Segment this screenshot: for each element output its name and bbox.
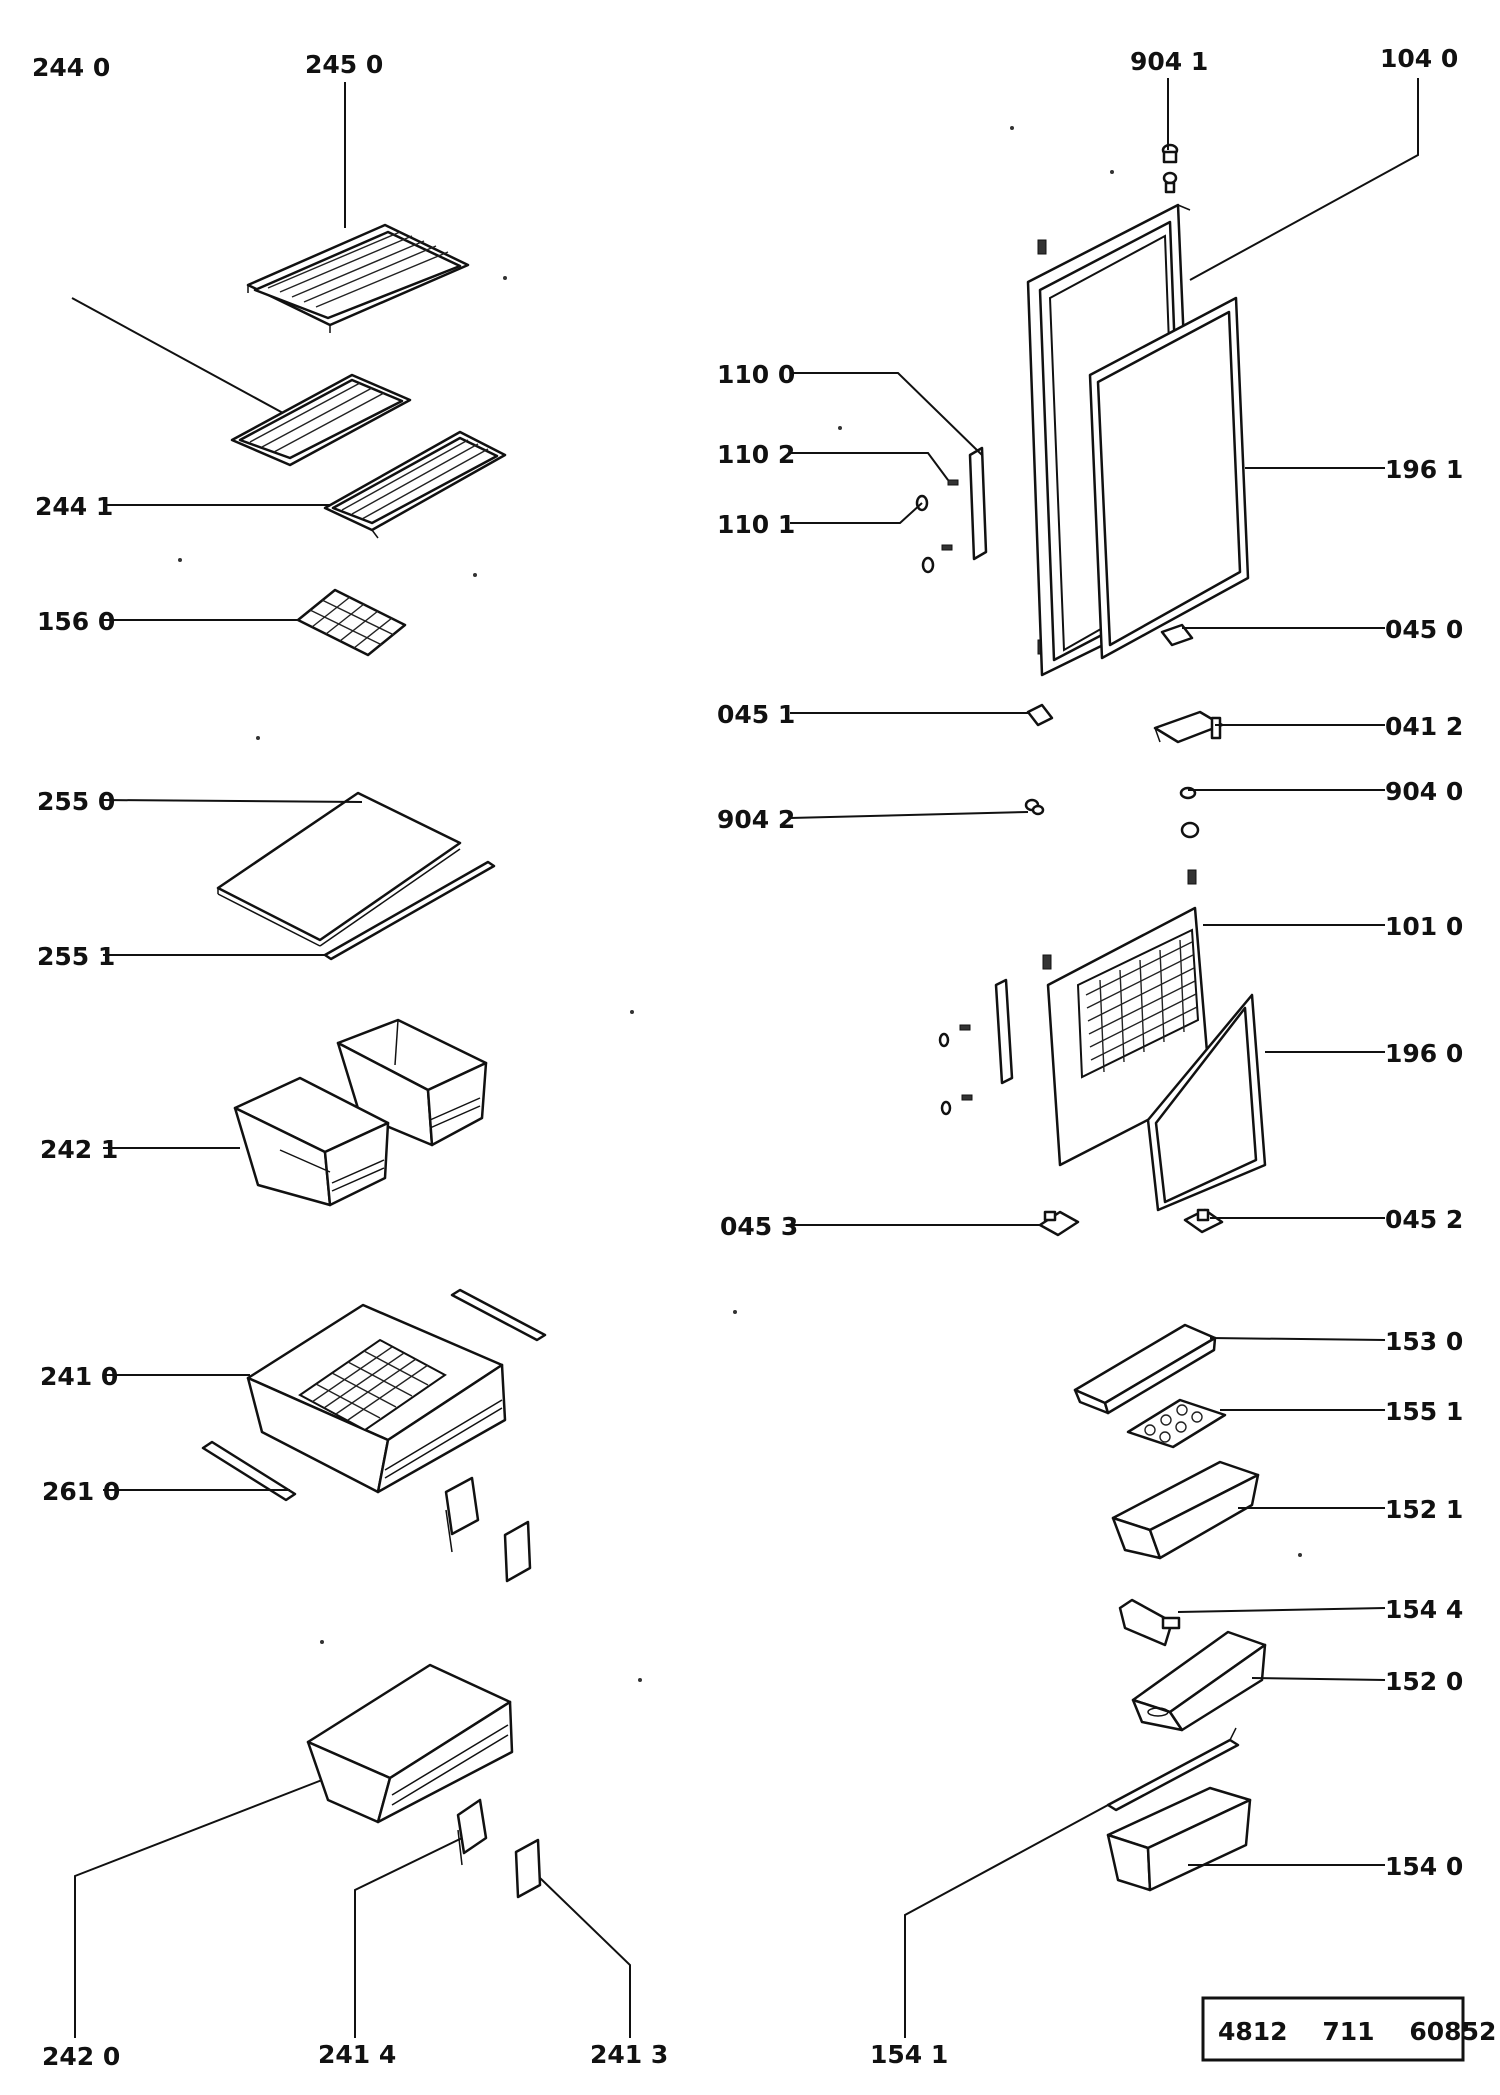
label-104-0: 104 0 [1380, 44, 1458, 73]
label-154-1: 154 1 [870, 2040, 948, 2069]
part-904-1-hinge-pin [1161, 143, 1179, 194]
part-241-4-handle [456, 1798, 488, 1866]
part-255-0-glass-shelf [216, 791, 462, 947]
part-904-0-hinge-bushing [1179, 786, 1200, 839]
label-245-0: 245 0 [305, 50, 383, 79]
label-045-1: 045 1 [717, 700, 795, 729]
part-242-1-crispers [233, 1018, 488, 1207]
label-242-0: 242 0 [42, 2042, 120, 2071]
part-245-0-wire-shelf [246, 223, 470, 333]
part-freezer-handle [938, 978, 1014, 1116]
label-045-3: 045 3 [720, 1212, 798, 1241]
part-154-4-divider [1118, 1598, 1181, 1647]
label-244-0: 244 0 [32, 53, 110, 82]
part-156-0-ice-tray [296, 588, 407, 657]
part-drawer-handle-upper [444, 1476, 480, 1553]
label-110-1: 110 1 [717, 510, 795, 539]
label-152-0: 152 0 [1385, 1667, 1463, 1696]
label-153-0: 153 0 [1385, 1327, 1463, 1356]
part-041-2-middle-hinge [1153, 710, 1224, 744]
part-152-0-bottle-rack [1131, 1630, 1267, 1732]
label-041-2: 041 2 [1385, 712, 1463, 741]
part-153-0-door-shelf [1073, 1323, 1217, 1415]
label-261-0: 261 0 [42, 1477, 120, 1506]
part-244-0-small-shelf [230, 373, 412, 467]
label-904-1: 904 1 [1130, 47, 1208, 76]
label-156-0: 156 0 [37, 607, 115, 636]
label-255-0: 255 0 [37, 787, 115, 816]
label-244-1: 244 1 [35, 492, 113, 521]
part-904-2-bushing [1024, 798, 1045, 816]
label-242-1: 242 1 [40, 1135, 118, 1164]
scan-speckles [178, 126, 1302, 1682]
label-152-1: 152 1 [1385, 1495, 1463, 1524]
part-255-1-shelf-trim [323, 860, 496, 961]
drawing-code-box: 4812 711 60852 [1201, 1996, 1496, 2062]
label-196-0: 196 0 [1385, 1039, 1463, 1068]
part-241-3-label-plate [514, 1838, 542, 1899]
part-drawer-label-upper [503, 1520, 532, 1583]
part-261-0-rail [201, 1440, 297, 1502]
label-904-0: 904 0 [1385, 777, 1463, 806]
part-155-1-egg-tray [1126, 1398, 1227, 1449]
part-154-0-bottom-balcony [1106, 1786, 1252, 1892]
label-110-0: 110 0 [717, 360, 795, 389]
part-045-3-hinge-cap [1038, 1210, 1080, 1237]
part-196-0-freezer-gasket [1146, 993, 1267, 1212]
label-101-0: 101 0 [1385, 912, 1463, 941]
part-242-0-crisper-drawer [306, 1663, 514, 1824]
part-154-1-retaining-bar [1106, 1727, 1240, 1812]
part-drawer-rail-strip [450, 1288, 547, 1342]
label-255-1: 255 1 [37, 942, 115, 971]
label-196-1: 196 1 [1385, 455, 1463, 484]
part-045-0-hinge-cap [1160, 623, 1194, 647]
label-045-2: 045 2 [1385, 1205, 1463, 1234]
drawing-code: 4812 711 60852 [1218, 2017, 1496, 2046]
label-241-4: 241 4 [318, 2040, 396, 2069]
label-154-0: 154 0 [1385, 1852, 1463, 1881]
label-241-0: 241 0 [40, 1362, 118, 1391]
label-110-2: 110 2 [717, 440, 795, 469]
part-045-1-hinge-cap [1026, 703, 1054, 727]
part-152-1-door-balcony [1111, 1460, 1260, 1560]
part-110-0-door-handle [915, 446, 988, 574]
part-196-1-door-gasket [1088, 296, 1250, 660]
part-241-0-freezer-drawer [246, 1303, 507, 1494]
label-045-0: 045 0 [1385, 615, 1463, 644]
label-904-2: 904 2 [717, 805, 795, 834]
label-241-3: 241 3 [590, 2040, 668, 2069]
label-154-4: 154 4 [1385, 1595, 1463, 1624]
leader-lines [71, 78, 1419, 2038]
label-155-1: 155 1 [1385, 1397, 1463, 1426]
part-labels: 244 0 245 0 244 1 156 0 255 0 255 1 242 … [32, 44, 1463, 2071]
part-045-2-hinge-cap [1183, 1208, 1224, 1234]
part-244-1-wire-shelf [323, 430, 507, 539]
